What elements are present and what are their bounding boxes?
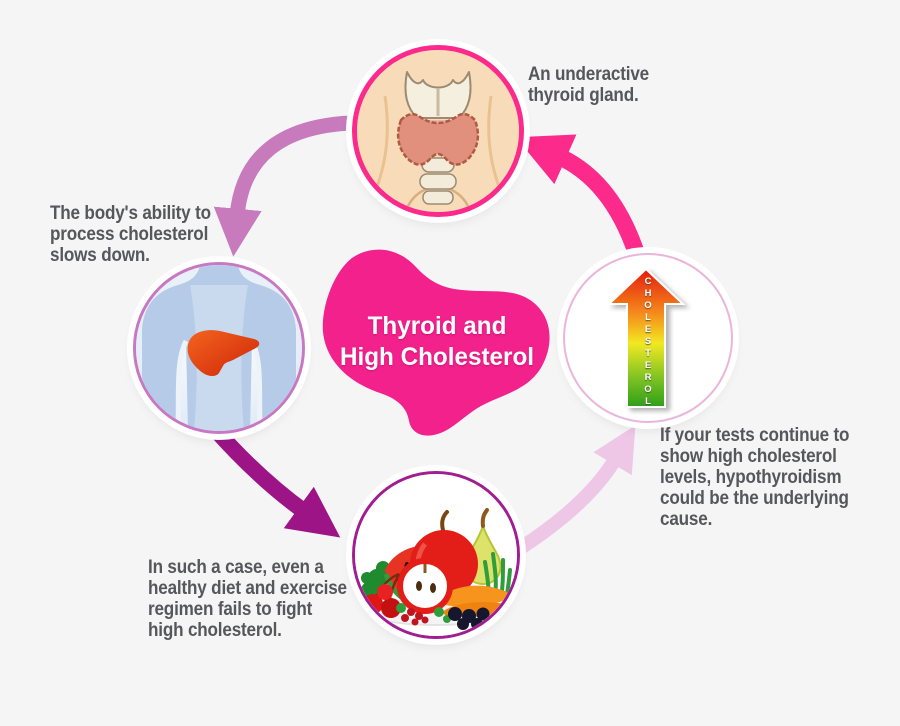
arrow-diet-to-cholesterol: [512, 425, 636, 557]
caption-underactive-thyroid: An underactive thyroid gland.: [528, 64, 650, 106]
cholesterol-rising-arrow-icon: [606, 267, 686, 408]
arrow-cholesterol-to-thyroid: [515, 134, 646, 258]
arrow-thyroid-to-body: [213, 115, 352, 257]
arrow-body-to-diet: [207, 421, 341, 538]
node-healthy-diet: [352, 471, 520, 639]
node-cholesterol-arrow: CHOLESTEROL: [563, 253, 733, 423]
torso-liver-icon: [136, 265, 302, 431]
node-thyroid: [352, 45, 524, 217]
cholesterol-vertical-label: CHOLESTEROL: [644, 276, 652, 407]
node-body-liver: [133, 262, 305, 434]
center-blob-shape: [322, 249, 550, 436]
thyroid-gland-icon: [357, 50, 519, 212]
caption-diet-exercise: In such a case, even a healthy diet and …: [148, 557, 347, 641]
liver-shape: [187, 330, 260, 376]
fruits-vegetables-icon: [355, 474, 517, 636]
caption-body-ability: The body's ability to process cholestero…: [50, 203, 211, 266]
caption-tests-hypothyroidism: If your tests continue to show high chol…: [660, 425, 850, 530]
center-title: Thyroid and High Cholesterol: [339, 312, 534, 371]
